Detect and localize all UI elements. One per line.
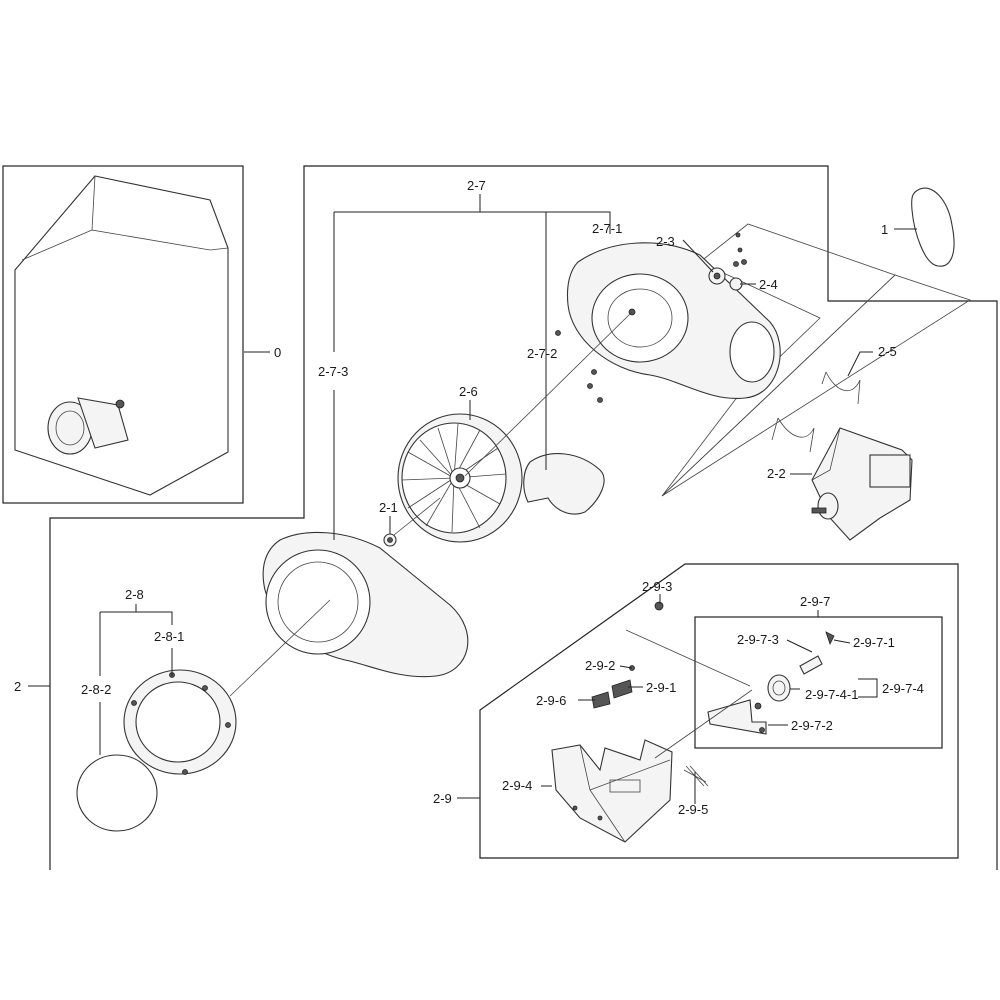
callout-2-7: 2-7 bbox=[467, 178, 486, 193]
callout-2-1: 2-1 bbox=[379, 500, 398, 515]
callout-2-9-7-4: 2-9-7-4 bbox=[882, 681, 924, 696]
callout-2-9-7-3: 2-9-7-3 bbox=[737, 632, 779, 647]
callout-2-9-7-2: 2-9-7-2 bbox=[791, 718, 833, 733]
callout-2-4: 2-4 bbox=[759, 277, 778, 292]
callout-2-9: 2-9 bbox=[433, 791, 452, 806]
duct-gasket-illustration bbox=[76, 754, 158, 832]
callout-2-8-2: 2-8-2 bbox=[81, 682, 111, 697]
callout-2-9-6: 2-9-6 bbox=[536, 693, 566, 708]
callout-2-5: 2-5 bbox=[878, 344, 897, 359]
motor-mount-illustration bbox=[551, 739, 673, 843]
blower-housing-front-illustration bbox=[262, 531, 469, 678]
motor-mount-small-parts bbox=[591, 601, 709, 787]
dryer-cabinet-illustration bbox=[14, 175, 229, 496]
callout-2-9-7: 2-9-7 bbox=[800, 594, 830, 609]
callout-2-9-4: 2-9-4 bbox=[502, 778, 532, 793]
callout-2-9-1: 2-9-1 bbox=[646, 680, 676, 695]
drive-motor-illustration bbox=[811, 427, 913, 541]
callout-1: 1 bbox=[881, 222, 888, 237]
cabinet-blower-icon bbox=[47, 397, 129, 455]
blower-housing-rear-illustration bbox=[566, 242, 781, 400]
blower-wheel-illustration bbox=[397, 413, 523, 543]
callout-2-3: 2-3 bbox=[656, 234, 675, 249]
motor-clamps-illustration bbox=[771, 371, 861, 453]
blower-nut-illustration bbox=[383, 533, 397, 547]
drive-belt-illustration bbox=[911, 187, 955, 267]
callout-2-9-7-1: 2-9-7-1 bbox=[853, 635, 895, 650]
callout-2-8: 2-8 bbox=[125, 587, 144, 602]
callout-2-8-1: 2-8-1 bbox=[154, 629, 184, 644]
callout-2-9-7-4-1: 2-9-7-4-1 bbox=[805, 687, 858, 702]
callout-2: 2 bbox=[14, 679, 21, 694]
callout-2-2: 2-2 bbox=[767, 466, 786, 481]
callout-0: 0 bbox=[274, 345, 281, 360]
callout-2-6: 2-6 bbox=[459, 384, 478, 399]
callout-2-7-3: 2-7-3 bbox=[318, 364, 348, 379]
callout-2-9-3: 2-9-3 bbox=[642, 579, 672, 594]
callout-2-9-2: 2-9-2 bbox=[585, 658, 615, 673]
duct-seal-illustration bbox=[523, 453, 605, 515]
callout-2-9-5: 2-9-5 bbox=[678, 802, 708, 817]
housing-screws bbox=[555, 330, 603, 403]
callout-2-7-1: 2-7-1 bbox=[592, 221, 622, 236]
centrifugal-switch-illustration bbox=[707, 631, 835, 735]
callout-labels: 0 1 2 2-1 2-2 2-3 2-4 2-5 2-6 2-7 2-7-1 … bbox=[14, 178, 924, 817]
callout-leader-lines bbox=[28, 194, 917, 804]
callout-2-7-2: 2-7-2 bbox=[527, 346, 557, 361]
duct-ring-illustration bbox=[123, 669, 237, 775]
